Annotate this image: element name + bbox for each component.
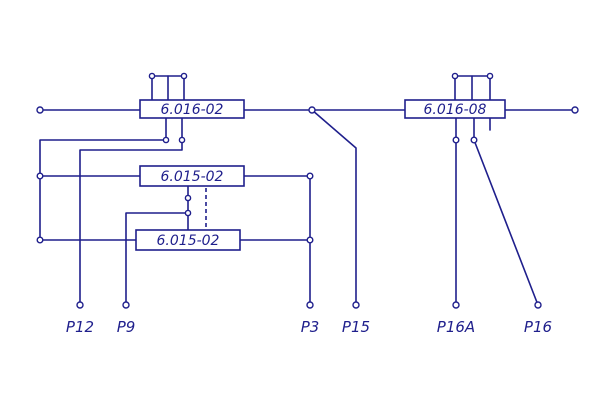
block-6-015-02-upper [139,165,245,187]
block4-p16a-node [452,136,460,144]
block-6-016-02 [139,99,245,119]
p16-wire [473,139,539,306]
terminal-label-p12: P12 [66,318,94,336]
block1-label: 6.016-02 [161,102,224,118]
row1-right-node [306,172,314,180]
p15-terminal-node [352,301,360,309]
terminal-label-p15: P15 [342,318,370,336]
block4-label: 6.016-08 [424,102,487,118]
block1-bottom-node-a [162,136,170,144]
terminal-label-p16a: P16A [437,318,475,336]
terminal-label-p9: P9 [117,318,136,336]
p12-terminal-node [76,301,84,309]
block-6-016-08 [404,99,506,119]
terminal-label-p16: P16 [524,318,552,336]
block3-label: 6.015-02 [157,233,220,249]
block1-jumper-node-a [148,72,156,80]
p15-branch-node [308,106,316,114]
bus-right-end-node [571,106,579,114]
block4-jumper-node-a [451,72,459,80]
block-6-015-02-lower [135,229,241,251]
block4-p16-node [470,136,478,144]
p15-wire [311,109,357,306]
left-loop-wire [39,139,167,241]
block2-down-node-a [184,194,192,202]
block4-jumper-node-b [486,72,494,80]
block1-bottom-node-b [178,136,186,144]
bus-left-end-node [36,106,44,114]
block1-jumper-node-b [180,72,188,80]
p16-terminal-node [534,301,542,309]
row2-right-node [306,236,314,244]
p16a-terminal-node [452,301,460,309]
block2-label: 6.015-02 [161,169,224,185]
p3-terminal-node [306,301,314,309]
terminal-label-p3: P3 [301,318,320,336]
block2-down-node-b [184,209,192,217]
p9-wire [125,212,189,306]
p9-terminal-node [122,301,130,309]
p12-wire [79,139,183,306]
row2-left-node [36,236,44,244]
row1-left-node [36,172,44,180]
